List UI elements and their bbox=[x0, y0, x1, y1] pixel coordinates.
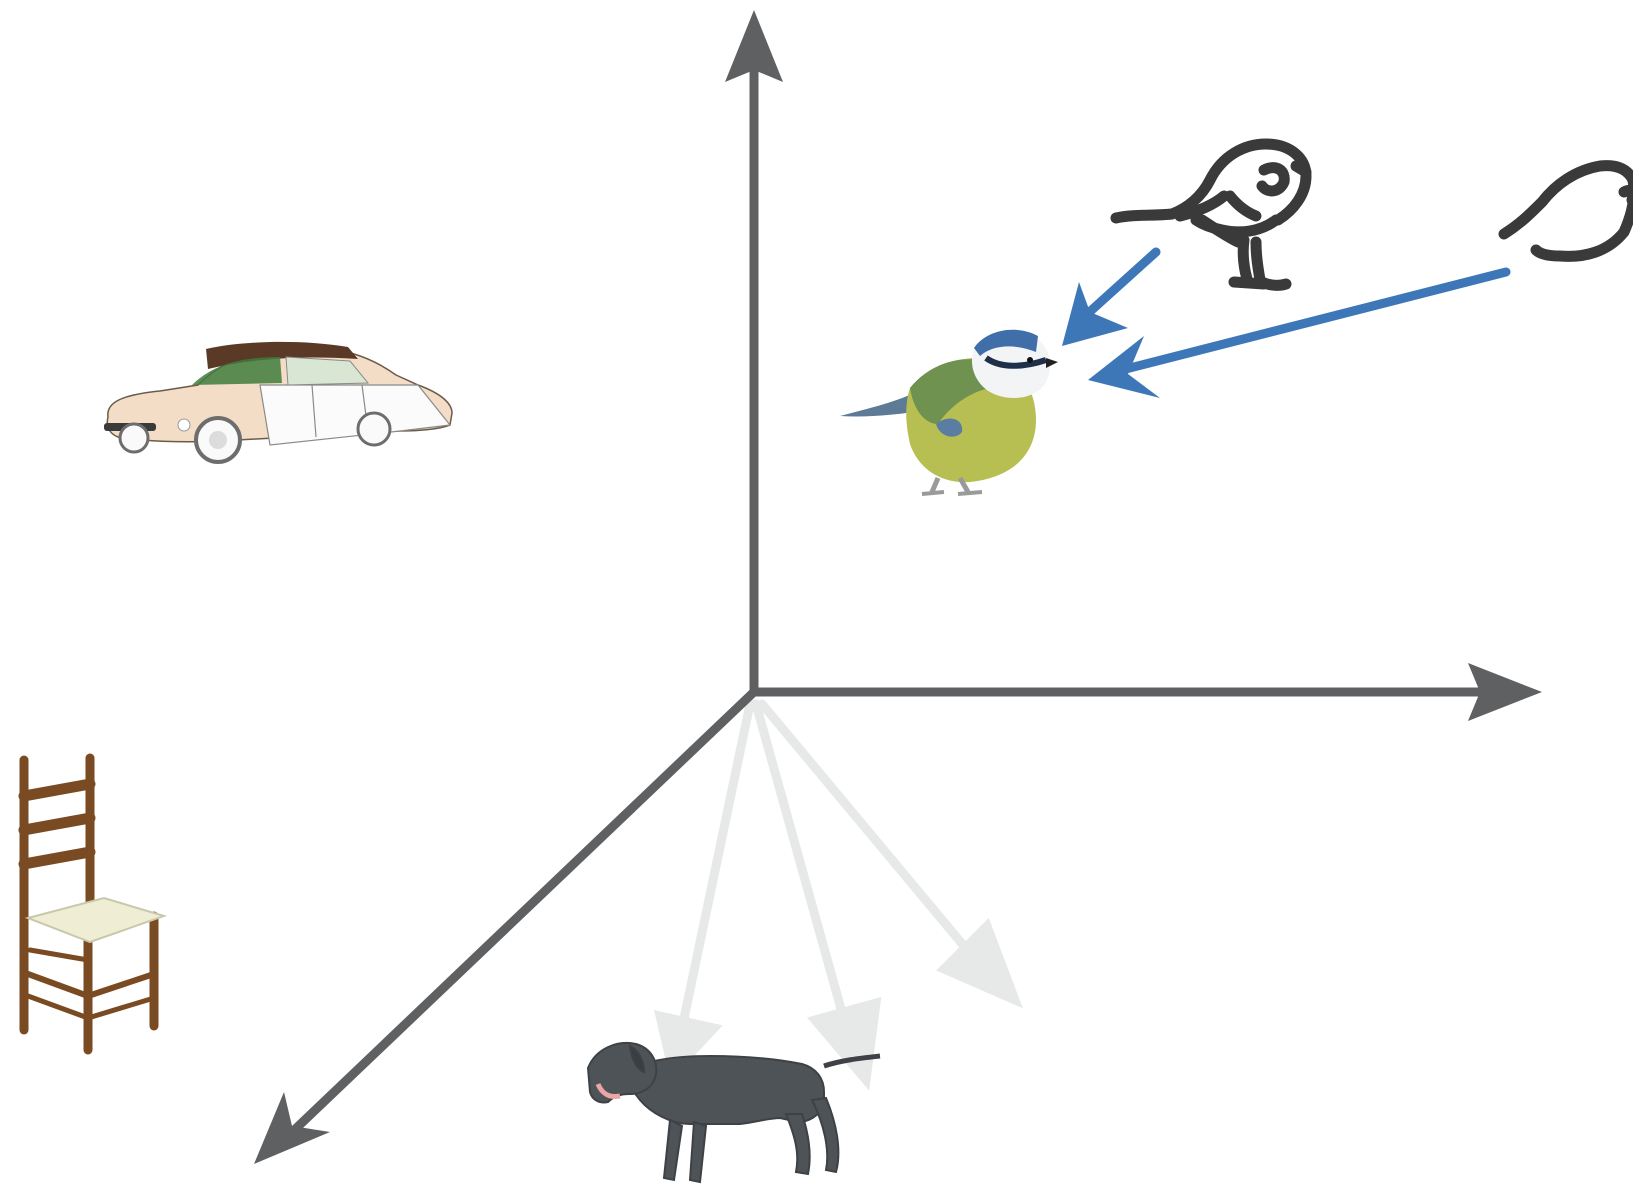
up-axis-arrowhead bbox=[725, 10, 783, 82]
wooden-chair-icon bbox=[18, 753, 168, 1055]
faint-arrow-2-head bbox=[807, 996, 882, 1091]
axes bbox=[254, 10, 1542, 1164]
mapping-arrow-partial-head bbox=[1088, 336, 1160, 398]
right-axis-arrowhead bbox=[1468, 663, 1542, 721]
faint-arrow-3 bbox=[757, 699, 999, 987]
dog-icon bbox=[586, 1042, 881, 1184]
faint-arrows bbox=[654, 699, 1023, 1091]
down-left-axis bbox=[284, 686, 760, 1140]
down-left-axis-arrowhead bbox=[254, 1092, 330, 1164]
faint-arrow-3-head bbox=[936, 917, 1023, 1009]
bird-sketch-partial-icon bbox=[1498, 160, 1633, 262]
mapping-arrow-detailed-head bbox=[1062, 282, 1128, 346]
mapping-arrows bbox=[1062, 247, 1511, 398]
mapping-arrow-partial bbox=[1109, 267, 1511, 377]
bird-sketch-icon bbox=[1110, 138, 1312, 291]
blue-tit-icon bbox=[840, 329, 1058, 496]
faint-arrow-1 bbox=[672, 699, 755, 1057]
vintage-car-icon bbox=[104, 341, 453, 464]
faint-arrow-2 bbox=[751, 699, 858, 1057]
